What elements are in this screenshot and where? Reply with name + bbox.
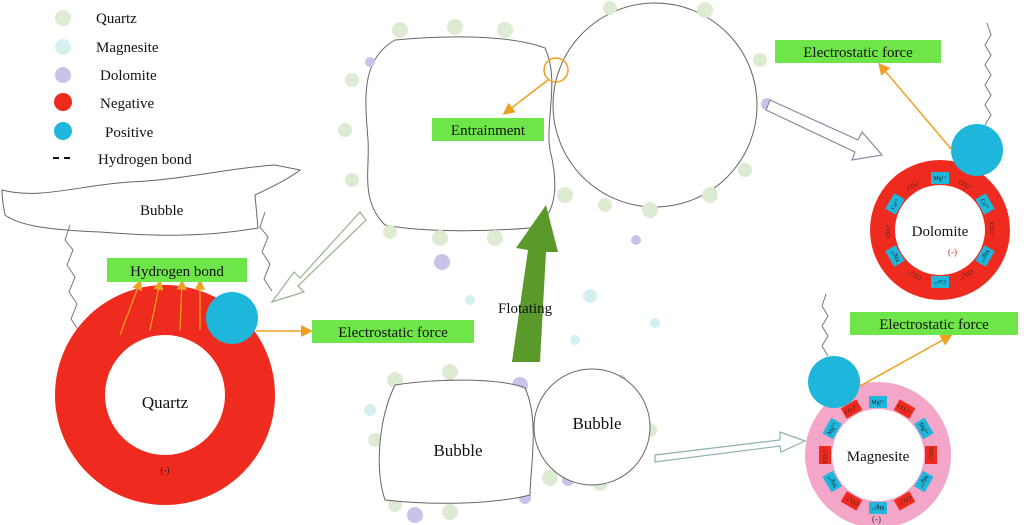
arrow-to-magnesite: [654, 431, 807, 463]
bubble-left: [1, 164, 302, 236]
entrainment-highlight: [543, 57, 569, 83]
dolomite-ion-tile: CO₃²⁻: [955, 265, 977, 285]
ion-label: Ca²⁺: [979, 197, 991, 211]
ion-label: CO₃²⁻: [886, 222, 892, 237]
legend-dolomite-swatch: [55, 67, 71, 83]
magnesite-ion-tile: Mg²⁺: [914, 417, 934, 440]
hydrogen-bond-label-bg: [107, 258, 247, 282]
dolomite-ion-tile: Mg²⁺: [975, 245, 995, 267]
entrainment-label: Entrainment: [451, 123, 526, 139]
dolomite-ion-tile: CO₃²⁻: [882, 221, 894, 239]
magnesite-particles: [364, 289, 660, 416]
magnesite-ion-tile: Mg²⁺: [869, 502, 887, 514]
collector-chain-dolomite: [984, 22, 992, 126]
ion-label: Mg²⁺: [871, 504, 884, 511]
bubble-left-label: Bubble: [140, 203, 184, 219]
ion-label: Ca²⁺: [934, 278, 946, 285]
transfer-arrows: [270, 99, 884, 463]
magnesite-core: [832, 409, 924, 501]
electrostatic-label-quartz: Electrostatic force: [338, 325, 448, 341]
legend-dolomite: Dolomite: [100, 68, 157, 84]
entrainment-label-bg: [432, 118, 544, 141]
legend-quartz: Quartz: [96, 11, 137, 27]
bubble-upper-right: [552, 2, 758, 208]
collector-chains: [64, 211, 273, 344]
flotating-label: Flotating: [498, 301, 553, 317]
quartz-particles: [338, 1, 767, 520]
dolomite-ion-tile: CO₃²⁻: [903, 265, 925, 285]
arrow-to-quartz: [270, 211, 367, 304]
electrostatic-label-magnesite: Electrostatic force: [879, 317, 989, 333]
hydrogen-bond-arrows: [119, 279, 206, 336]
dolomite-ion-tile: Mg²⁺: [885, 245, 905, 267]
magnesite-ion-tile: CO₃²⁻: [840, 399, 863, 419]
dolomite-ion-tile: Ca²⁺: [885, 193, 905, 215]
hydrogen-bond-label: Hydrogen bond: [130, 264, 224, 280]
electrostatic-label-dolomite-bg: [775, 40, 941, 63]
legend-quartz-swatch: [55, 10, 71, 26]
ion-label: CO₃²⁻: [988, 222, 994, 237]
legend-positive: Positive: [105, 125, 154, 141]
electrostatic-arrow-dolomite: [878, 62, 953, 151]
quartz-charge: (-): [161, 465, 170, 475]
legend: Quartz Magnesite Dolomite Negative Posit…: [53, 10, 192, 168]
electrostatic-label-dolomite: Electrostatic force: [803, 45, 913, 61]
magnesite-ion-tile: Mg²⁺: [822, 470, 842, 493]
ion-label: Ca²⁺: [889, 197, 901, 211]
bubble-bottom-right: [533, 368, 651, 486]
magnesite-ion-tile: CO₃²⁻: [925, 446, 937, 464]
positive-charge-quartz: [206, 292, 258, 344]
bubble-bottom-left: [378, 379, 534, 504]
magnesite-ion-tile: CO₃²⁻: [819, 446, 831, 464]
dolomite-ion-tile: CO₃²⁻: [903, 175, 925, 195]
electrostatic-label-quartz-bg: [312, 320, 474, 343]
magnesite-ion-tile: CO₃²⁻: [893, 491, 916, 511]
legend-negative: Negative: [100, 96, 154, 112]
electrostatic-label-magnesite-bg: [850, 312, 1018, 335]
arrow-to-dolomite: [765, 99, 884, 161]
magnesite-ion-tile: Mg²⁺: [869, 396, 887, 408]
positive-charge-dolomite: [951, 124, 1003, 176]
entrainment-arrow: [502, 79, 549, 115]
positive-charge-magnesite: [808, 356, 860, 408]
magnesite-ion-tile: Mg²⁺: [822, 417, 842, 440]
quartz-core: [105, 335, 225, 455]
dolomite-ion-tile: CO₃²⁻: [986, 221, 998, 239]
legend-hydrogen-bond: Hydrogen bond: [98, 152, 192, 168]
quartz-label: Quartz: [142, 393, 189, 412]
ion-label: Mg²⁺: [871, 399, 884, 406]
collector-chain-magnesite: [821, 293, 829, 357]
flotation-arrow: [512, 205, 558, 362]
dolomite-ion-tile: Ca²⁺: [931, 276, 949, 288]
dolomite-label: Dolomite: [912, 224, 969, 240]
ion-label: CO₃²⁻: [823, 447, 829, 462]
dolomite-ion-ring: Mg²⁺CO₃²⁻Ca²⁺CO₃²⁻Mg²⁺CO₃²⁻Ca²⁺CO₃²⁻Mg²⁺…: [882, 172, 998, 288]
dolomite-core: [895, 185, 985, 275]
dolomite-ion-tile: Ca²⁺: [975, 193, 995, 215]
bubble-bottom-right-label: Bubble: [572, 414, 621, 433]
magnesite-ion-tile: CO₃²⁻: [893, 399, 916, 419]
ion-label: CO₃²⁻: [927, 447, 933, 462]
bubble-bottom-left-label: Bubble: [433, 441, 482, 460]
magnesite-label: Magnesite: [847, 449, 910, 465]
legend-positive-swatch: [54, 122, 72, 140]
magnesite-ion-tile: Mg²⁺: [914, 470, 934, 493]
legend-magnesite: Magnesite: [96, 40, 159, 56]
electrostatic-arrow-magnesite: [859, 334, 953, 387]
magnesite-ion-tile: CO₃²⁻: [840, 491, 863, 511]
legend-magnesite-swatch: [55, 39, 71, 55]
legend-negative-swatch: [54, 93, 72, 111]
magnesite-ion-ring: Mg²⁺CO₃²⁻Mg²⁺CO₃²⁻Mg²⁺CO₃²⁻Mg²⁺CO₃²⁻Mg²⁺…: [819, 396, 937, 514]
ion-label: Mg²⁺: [933, 175, 946, 182]
dolomite-ion-tile: CO₃²⁻: [955, 175, 977, 195]
magnesite-charge: (-): [872, 514, 881, 524]
dolomite-ion-tile: Mg²⁺: [931, 172, 949, 184]
dolomite-charge: (-): [948, 247, 957, 257]
